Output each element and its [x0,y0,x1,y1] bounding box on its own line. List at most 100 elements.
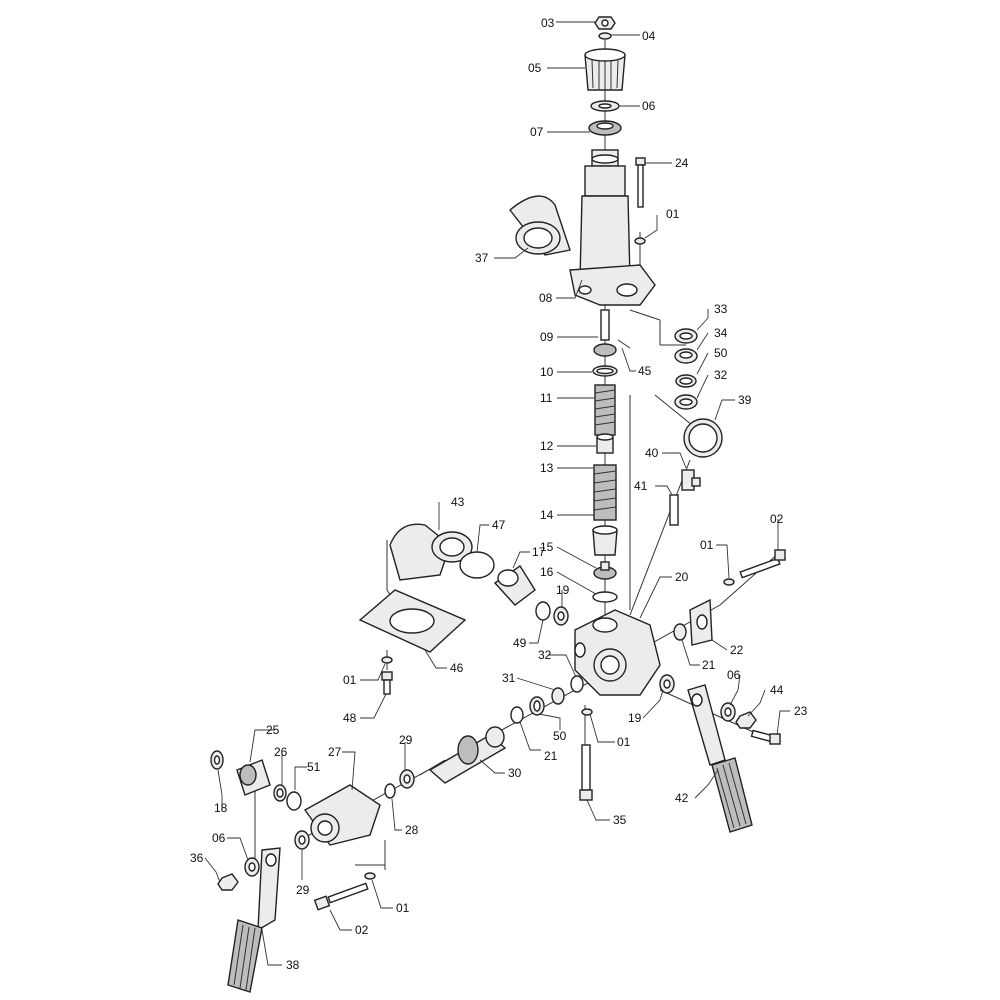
washer-01-top [634,237,646,245]
label-13: 13 [540,461,554,475]
label-28: 28 [405,823,419,837]
label-38: 38 [286,958,300,972]
washer-01-right [723,578,735,586]
label-25: 25 [266,723,280,737]
label-06-lower: 06 [212,831,226,845]
label-26: 26 [274,745,288,759]
nut-03 [594,16,616,30]
label-29-upper: 29 [399,733,413,747]
bolt-48 [381,671,393,695]
label-33: 33 [714,302,728,316]
elbow-43 [389,523,473,581]
label-37: 37 [475,251,489,265]
bolt-24 [635,157,646,208]
label-03: 03 [541,16,555,30]
washer-04 [598,32,612,40]
nut-36 [217,873,239,891]
washer-18 [210,750,224,770]
label-30: 30 [508,766,522,780]
label-40: 40 [645,446,659,460]
label-06-right: 06 [727,668,741,682]
washer-06-top [590,100,620,112]
label-01-plate: 01 [343,673,357,687]
label-43: 43 [451,495,465,509]
spring-13 [593,464,617,521]
washer-06-lower [244,857,260,877]
label-06-top: 06 [642,99,656,113]
label-39: 39 [738,393,752,407]
bearing-07 [588,120,622,136]
label-01-top: 01 [666,207,680,221]
label-34: 34 [714,326,728,340]
stem-09 [593,309,631,357]
regulator-body-08 [569,149,656,306]
plate-46 [358,589,467,653]
bracket-22 [689,598,713,646]
washer-19-left [553,606,569,626]
seal-34 [674,348,698,364]
washer-19-right [659,674,675,694]
label-09: 09 [540,330,554,344]
part-labels: 03 04 05 06 07 24 01 37 08 33 34 50 32 0… [190,16,808,972]
ring-26 [273,784,287,802]
seal-31 [551,687,565,705]
housing-27 [303,784,381,846]
label-11: 11 [540,391,553,405]
nipple-25 [236,759,271,796]
label-36: 36 [190,851,204,865]
bolt-23 [750,729,781,745]
ring-51 [286,791,302,811]
label-19-right: 19 [628,711,642,725]
oring-28 [384,783,396,799]
elbow-37 [509,195,571,256]
label-50-lower: 50 [553,729,567,743]
label-32-upper: 32 [714,368,728,382]
label-19-left: 19 [556,583,570,597]
seal-50 [675,374,697,388]
label-22: 22 [730,643,744,657]
label-01-right: 01 [700,538,714,552]
label-32-lower: 32 [538,648,552,662]
bolt-02-right [739,549,786,579]
fitting-40 [681,469,701,491]
knob-05 [584,48,626,91]
label-12: 12 [540,439,554,453]
label-45: 45 [638,364,652,378]
washer-01-bottom [364,872,376,880]
label-41: 41 [634,479,648,493]
label-01-bottom: 01 [396,901,410,915]
label-15: 15 [540,540,554,554]
label-16: 16 [540,565,554,579]
label-04: 04 [642,29,656,43]
bolt-02-bottom [313,882,369,911]
sleeve-12 [596,433,614,454]
label-18: 18 [214,801,228,815]
label-07: 07 [530,125,544,139]
ring-29-lower [294,830,310,850]
label-51: 51 [307,760,321,774]
label-24: 24 [675,156,689,170]
nut-44 [735,711,757,729]
cup-14 [592,525,618,556]
ring-29-upper [399,769,415,789]
ring-50-lower [529,696,545,716]
washer-01-plate [381,656,393,664]
oring-16 [592,591,618,603]
oring-21-left [510,706,524,724]
washer-21-right [673,623,687,641]
ring-10 [592,365,618,377]
label-21-right: 21 [702,658,716,672]
label-10: 10 [540,365,554,379]
spring-11 [594,384,616,436]
label-42: 42 [675,791,689,805]
tube-41 [669,494,679,526]
fitting-17 [493,565,536,606]
handle-38 [227,847,281,993]
label-01-lower: 01 [617,735,631,749]
label-21-left: 21 [544,749,558,763]
label-08: 08 [539,291,553,305]
label-44: 44 [770,683,784,697]
valve-15 [593,561,617,580]
label-14: 14 [540,508,554,522]
